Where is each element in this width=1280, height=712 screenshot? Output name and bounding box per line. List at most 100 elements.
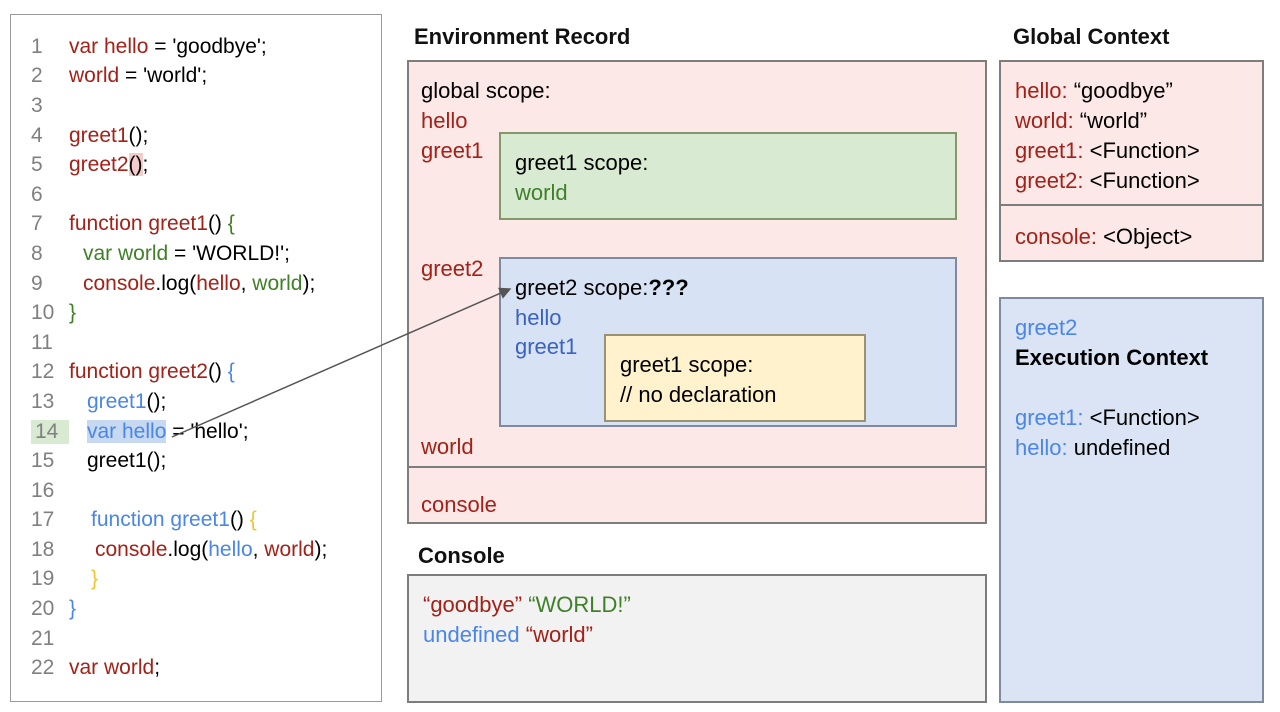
line-number: 13 [31,389,55,413]
text-token: ); [302,271,316,295]
global-var-greet1: greet1 [421,138,484,163]
text-token: “goodbye” [423,592,529,617]
code-content: var hello = 'goodbye'; [69,35,267,59]
text-token: function greet1 [69,212,208,236]
text-token: { [227,360,235,384]
code-content: console.log(hello, world); [83,272,315,296]
execution-context-name: greet2 [1015,315,1078,340]
text-token: greet1 [69,123,129,147]
line-number: 10 [31,301,55,325]
text-token: var world [83,241,169,265]
kv-key: hello: [1015,78,1068,103]
text-token: function greet1 [91,508,230,532]
global-scope-box: global scope: hello greet1 greet2 world … [407,60,987,468]
text-token: () [207,360,228,384]
text-token: console [95,537,168,561]
line-number: 21 [31,626,55,650]
code-line-10: 10} [11,298,381,328]
line-number: 12 [31,360,55,384]
text-token: greet1(); [87,449,167,473]
text-token: .log( [167,537,209,561]
code-line-13: 13 greet1(); [11,387,381,417]
console-output-box: “goodbye” “WORLD!” undefined “world” [407,574,987,703]
text-token: world [69,64,120,88]
greet2-scope-var-hello: hello [515,304,562,330]
code-content: greet1(); [87,449,166,473]
greet2-scope-label: greet2 scope: [515,275,649,300]
text-token: ; [142,153,149,177]
kv-row: hello: “goodbye” [1015,76,1262,106]
text-token: () [229,508,250,532]
greet2-scope-unknown: ??? [648,275,689,300]
line-number: 18 [31,537,55,561]
text-token: greet1 [87,389,147,413]
kv-row: greet1: <Function> [1015,403,1262,433]
text-token: = 'goodbye'; [148,34,267,58]
text-token: world [252,271,303,295]
code-line-20: 20} [11,594,381,624]
text-token: greet2 [69,153,129,177]
kv-key: greet1: [1015,138,1084,163]
text-token: console [83,271,156,295]
line-number: 7 [31,212,43,236]
kv-row: world: “world” [1015,106,1262,136]
code-content: greet1(); [87,390,166,414]
code-line-3: 3 [11,91,381,121]
inner-greet1-scope-comment: // no declaration [620,381,777,407]
line-number: 9 [31,271,43,295]
text-token: = 'hello'; [166,419,249,443]
line-number: 22 [31,656,55,680]
code-content: greet2(); [69,153,148,177]
kv-key: greet2: [1015,168,1084,193]
code-line-7: 7 function greet1() { [11,210,381,240]
text-token: = 'world'; [119,64,208,88]
execution-context-entries: greet1: <Function>hello: undefined [1015,403,1262,463]
code-line-16: 16 [11,476,381,506]
greet2-scope-var-greet1: greet1 [515,334,578,360]
line-number: 11 [31,330,53,354]
text-token: “WORLD!” [528,592,631,617]
kv-row: hello: undefined [1015,433,1262,463]
code-content: function greet1() { [69,212,235,236]
text-token: , [240,271,253,295]
kv-value: <Function> [1083,168,1200,193]
global-var-greet2: greet2 [421,256,484,281]
text-token: (); [146,389,167,413]
kv-value: <Function> [1083,138,1200,163]
kv-value: <Object> [1096,224,1193,249]
text-token: = 'WORLD!'; [168,241,290,265]
greet1-scope-label: greet1 scope: [515,150,649,175]
line-number: 14 [31,419,69,444]
code-content: world = 'world'; [69,64,207,88]
text-token: { [249,508,257,532]
inner-greet1-scope-box: greet1 scope: // no declaration [604,334,866,422]
text-token: , [252,537,265,561]
environment-record-title: Environment Record [414,24,631,49]
code-line-6: 6 [11,180,381,210]
greet1-scope-var-world: world [515,179,568,205]
text-token: “world” [525,621,593,647]
code-line-11: 11 [11,328,381,358]
greet1-scope-box: greet1 scope: world [499,132,957,220]
code-content: greet1(); [69,124,148,148]
console-var-box: console [407,466,987,524]
console-output-line: undefined “world” [423,620,985,650]
console-output-line: “goodbye” “WORLD!” [423,590,985,620]
global-context-console-box: console: <Object> [999,204,1264,262]
code-content: } [69,597,76,621]
code-content: function greet1() { [91,508,257,532]
kv-value: “goodbye” [1067,78,1173,103]
code-line-21: 21 [11,624,381,654]
code-line-19: 19} [11,565,381,595]
line-number: 1 [31,34,43,58]
kv-row: greet1: <Function> [1015,136,1262,166]
inner-greet1-scope-label: greet1 scope: [620,352,754,377]
